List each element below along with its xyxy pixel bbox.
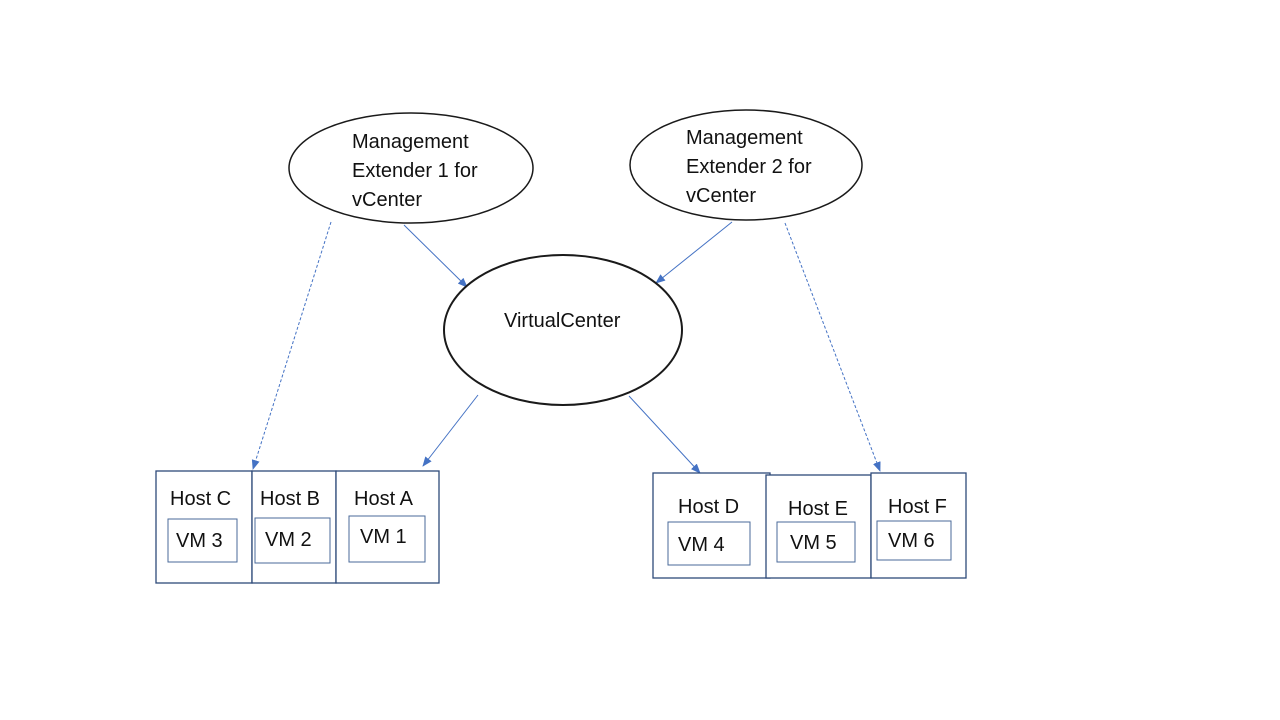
arrow-extender1-to-virtualcenter	[403, 224, 468, 288]
vm-5-box	[776, 521, 856, 563]
vm-4-box	[667, 521, 751, 566]
vm-6-label: VM 6	[888, 530, 935, 552]
virtualcenter-ellipse	[443, 254, 683, 406]
management-extender-2-ellipse	[629, 109, 863, 221]
extender2-line-3: vCenter	[686, 185, 756, 207]
host-a-label: Host A	[354, 488, 414, 510]
extender2-line-1: Management	[686, 127, 803, 149]
dashed-arrow-extender1-to-host-c	[251, 221, 332, 470]
host-e: Host E VM 5	[765, 474, 872, 579]
vm-2-label: VM 2	[265, 529, 312, 551]
host-b-label: Host B	[260, 488, 320, 510]
host-b: Host B VM 2	[251, 470, 337, 584]
extender1-line-3: vCenter	[352, 189, 422, 211]
vm-3-box	[167, 518, 238, 563]
virtualcenter-label: VirtualCenter	[504, 310, 621, 332]
host-c-label: Host C	[170, 488, 231, 510]
extender1-line-2: Extender 1 for	[352, 160, 478, 182]
vm-4-label: VM 4	[678, 534, 725, 556]
host-d: Host D VM 4	[652, 472, 771, 579]
vm-6-box	[876, 520, 952, 561]
vm-3-label: VM 3	[176, 530, 223, 552]
management-extender-2-node: Management Extender 2 for vCenter	[629, 109, 863, 221]
dashed-arrow-extender2-to-host-f	[784, 222, 881, 472]
virtualcenter-node: VirtualCenter	[443, 254, 683, 406]
host-a: Host A VM 1	[335, 470, 440, 584]
vm-2-box	[254, 517, 331, 564]
arrow-virtualcenter-to-host-d	[628, 395, 701, 474]
host-e-label: Host E	[788, 498, 848, 520]
vm-5-label: VM 5	[790, 532, 837, 554]
arrow-extender2-to-virtualcenter	[655, 221, 733, 284]
host-d-label: Host D	[678, 496, 739, 518]
arrow-virtualcenter-to-host-a	[422, 394, 479, 467]
host-f-label: Host F	[888, 496, 947, 518]
management-extender-1-ellipse	[288, 112, 534, 224]
host-c: Host C VM 3	[155, 470, 253, 584]
extender1-line-1: Management	[352, 131, 469, 153]
extender2-line-2: Extender 2 for	[686, 156, 812, 178]
vm-1-box	[348, 515, 426, 563]
management-extender-1-node: Management Extender 1 for vCenter	[288, 112, 534, 224]
host-f: Host F VM 6	[870, 472, 967, 579]
vm-1-label: VM 1	[360, 526, 407, 548]
